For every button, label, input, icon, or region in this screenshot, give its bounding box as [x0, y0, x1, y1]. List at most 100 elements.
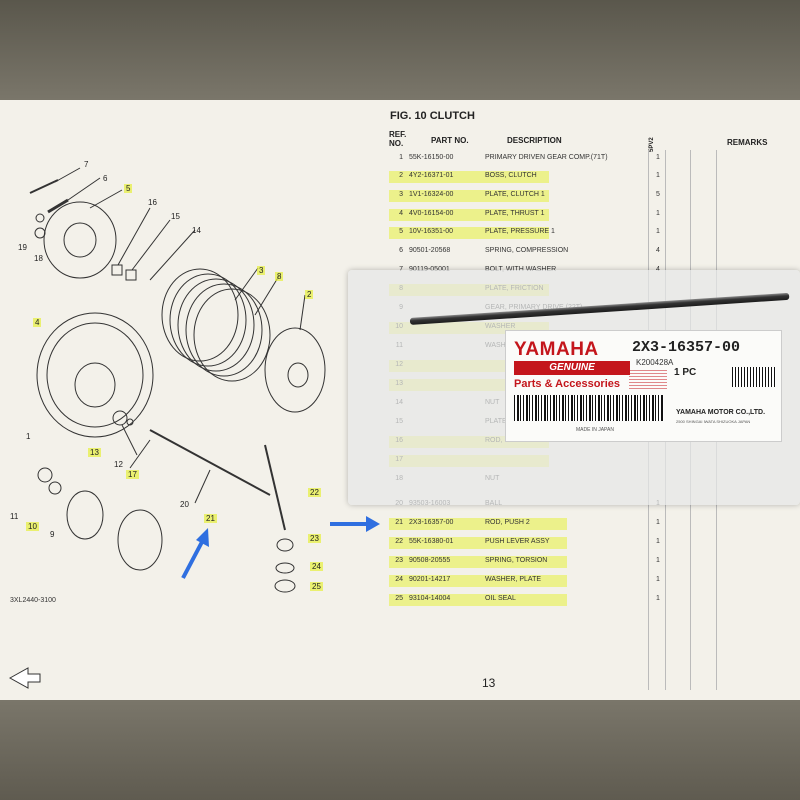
cell-qty: 1 [656, 595, 660, 602]
push-lever [264, 444, 286, 531]
cell-desc: WASHER, PLATE [485, 576, 542, 583]
callout-10: 10 [26, 522, 39, 531]
yamaha-part-label: YAMAHA 2X3-16357-00 K200428A GENUINE Par… [505, 330, 782, 442]
cell-ref: 22 [395, 538, 403, 545]
cell-ref: 23 [395, 557, 403, 564]
cell-qty: 1 [656, 154, 660, 161]
cell-part: 4Y2-16371-01 [409, 172, 454, 179]
cell-qty: 1 [656, 172, 660, 179]
cell-ref: 4 [399, 210, 403, 217]
clutch-boss [43, 201, 117, 279]
callout-11: 11 [10, 512, 19, 521]
clutch-plate-stack [161, 268, 271, 382]
callout-13: 13 [88, 448, 101, 457]
cell-qty: 5 [656, 191, 660, 198]
cell-ref: 24 [395, 576, 403, 583]
cell-ref: 7 [389, 266, 403, 273]
table-row: 3 1V1-16324-00 PLATE, CLUTCH 1 5 [385, 187, 800, 205]
callout-19: 19 [18, 243, 27, 252]
cell-part: 1V1-16324-00 [409, 191, 454, 198]
blue-arrows [181, 516, 380, 579]
small-barcode [732, 367, 776, 387]
callout-8: 8 [275, 272, 284, 281]
pressure-plate [264, 327, 326, 413]
cell-qty: 1 [656, 519, 660, 526]
cell-qty: 1 [656, 557, 660, 564]
table-row: 23 90508-20555 SPRING, TORSION 1 [385, 553, 800, 571]
callout-15: 15 [171, 212, 180, 221]
parts-accessories-text: Parts & Accessories [514, 378, 620, 390]
cell-qty: 1 [656, 538, 660, 545]
cell-part: 90501-20568 [409, 247, 451, 254]
row-highlight [389, 227, 549, 239]
callout-22: 22 [308, 488, 321, 497]
cell-qty: 4 [653, 266, 663, 273]
callout-7: 7 [84, 160, 89, 169]
genuine-badge: GENUINE [514, 361, 630, 375]
cell-qty: 4 [656, 247, 660, 254]
row-highlight [389, 209, 549, 221]
background-top [0, 0, 800, 100]
header-part-no: PART NO. [431, 136, 469, 145]
cell-desc: PLATE, PRESSURE 1 [485, 228, 555, 235]
cell-desc: PRIMARY DRIVEN GEAR COMP.(71T) [485, 154, 608, 161]
cell-ref: 21 [395, 519, 403, 526]
push-rod [149, 429, 271, 496]
table-row: 6 90501-20568 SPRING, COMPRESSION 4 [385, 243, 800, 261]
cell-part: 90119-05001 [409, 266, 450, 273]
cell-ref: 6 [399, 247, 403, 254]
cell-part: 55K-16150-00 [409, 154, 454, 161]
cell-part: 90201-14217 [409, 576, 451, 583]
figure-title: FIG. 10 CLUTCH [390, 110, 475, 122]
cell-part: 90508-20555 [409, 557, 451, 564]
callout-24: 24 [310, 562, 323, 571]
row-highlight [389, 556, 567, 568]
callout-16: 16 [148, 198, 157, 207]
cell-desc: BOSS, CLUTCH [485, 172, 537, 179]
cell-desc: OIL SEAL [485, 595, 516, 602]
diagram-code: 3XL2440-3100 [10, 597, 56, 604]
callout-17: 17 [126, 470, 139, 479]
cell-desc: PUSH LEVER ASSY [485, 538, 550, 545]
callout-14: 14 [192, 226, 201, 235]
header-remarks: REMARKS [727, 138, 768, 147]
primary-drive-gear [66, 490, 104, 540]
row-highlight [389, 594, 567, 606]
cell-desc: SPRING, COMPRESSION [485, 247, 569, 254]
row-highlight [389, 575, 567, 587]
background-bottom [0, 700, 800, 800]
page-number: 13 [482, 676, 496, 690]
callout-2: 2 [305, 290, 314, 299]
label-quantity: 1 PC [674, 367, 697, 378]
row-highlight [389, 171, 549, 183]
maker-name: YAMAHA MOTOR CO.,LTD. [676, 409, 766, 416]
callout-12: 12 [114, 460, 123, 469]
primary-driven-gear [36, 312, 154, 438]
cell-desc: SPRING, TORSION [485, 557, 548, 564]
clutch-exploded-diagram [8, 167, 380, 689]
header-ref: REF. NO. [389, 130, 407, 148]
callout-21: 21 [204, 514, 217, 523]
cell-ref: 5 [399, 228, 403, 235]
callout-5: 5 [124, 184, 133, 193]
cell-ref: 3 [399, 191, 403, 198]
cell-part: 10V-16351-00 [409, 228, 453, 235]
cell-part: 55K-16380-01 [409, 538, 454, 545]
red-fine-print [629, 369, 667, 389]
cell-desc: ROD, PUSH 2 [485, 519, 530, 526]
callout-9: 9 [50, 530, 55, 539]
cell-desc: PLATE, THRUST 1 [485, 210, 545, 217]
cell-part: 4V0-16154-00 [409, 210, 454, 217]
cell-desc: PLATE, CLUTCH 1 [485, 191, 545, 198]
label-lot-code: K200428A [636, 358, 674, 367]
blue-arrow-diagram [181, 539, 205, 579]
yamaha-logo: YAMAHA [514, 339, 599, 360]
callout-1: 1 [26, 432, 31, 441]
barcode [514, 395, 664, 421]
callout-23: 23 [308, 534, 321, 543]
